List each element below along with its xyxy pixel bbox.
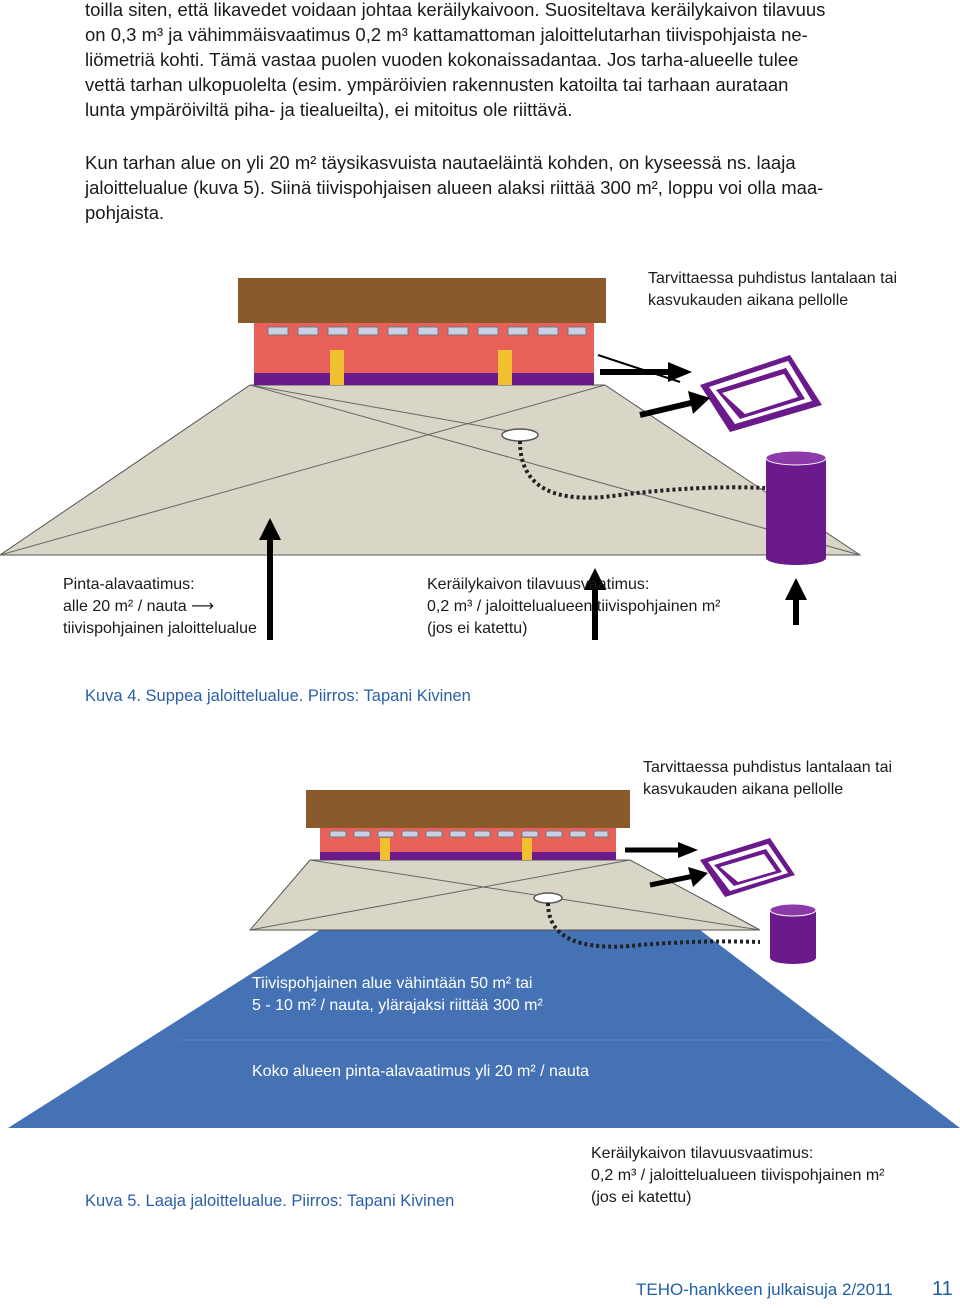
text-line: on 0,3 m³ ja vähimmäisvaatimus 0,2 m³ ka… [85, 24, 808, 45]
text-line: jaloittelualue (kuva 5). Siinä tiivispoh… [85, 177, 824, 198]
drain-pipe [518, 440, 766, 500]
intro-paragraph-2: Kun tarhan alue on yli 20 m² täysikasvui… [85, 150, 855, 225]
drain-icon [533, 892, 563, 904]
text-line: Pinta-alavaatimus: [63, 576, 195, 593]
figure4-note: Tarvittaessa puhdistus lantalaan tai kas… [648, 268, 897, 312]
text-line: pohjaista. [85, 202, 165, 223]
barn-roof [238, 278, 606, 323]
intro-paragraph-1: toilla siten, että likavedet voidaan joh… [85, 0, 855, 122]
figure5-total-requirement: Koko alueen pinta-alavaatimus yli 20 m² … [252, 1063, 590, 1080]
page-number: 11 [932, 1278, 953, 1300]
feed-trough [254, 373, 594, 385]
text-line: Tiivispohjainen alue vähintään 50 m² tai [252, 975, 533, 992]
figure5-caption: Kuva 5. Laaja jaloittelualue. Piirros: T… [85, 1192, 455, 1210]
text-line: (jos ei katettu) [427, 620, 528, 637]
drain-pipe [546, 902, 761, 949]
barn-door [522, 838, 532, 860]
text-line: lunta ympäröiviltä piha- ja tiealueilta)… [85, 99, 573, 120]
paddock-soil-area [8, 930, 960, 1128]
text-line: Keräilykaivon tilavuusvaatimus: [591, 1145, 814, 1162]
barn-door [498, 350, 512, 385]
text-line: 5 - 10 m² / nauta, ylärajaksi riittää 30… [252, 997, 543, 1014]
figure4-drawing [0, 278, 862, 640]
text-line: (jos ei katettu) [591, 1189, 692, 1206]
text-line: Kun tarhan alue on yli 20 m² täysikasvui… [85, 152, 796, 173]
publication-title: TEHO-hankkeen julkaisuja 2/2011 [636, 1280, 893, 1299]
barn-door [330, 350, 344, 385]
text-line: tiivispohjainen jaloittelualue [63, 620, 257, 637]
arrow-right-icon [649, 873, 695, 888]
figure4-area-requirement: Pinta-alavaatimus: alle 20 m² / nauta ⟶ … [63, 574, 257, 640]
text-line: kasvukauden aikana pellolle [648, 292, 849, 309]
figure4-well-requirement: Keräilykaivon tilavuusvaatimus: 0,2 m³ /… [427, 574, 720, 640]
figure5-well-requirement: Keräilykaivon tilavuusvaatimus: 0,2 m³ /… [591, 1143, 884, 1209]
text-line: liömetriä kohti. Tämä vastaa puolen vuod… [85, 49, 799, 70]
text-line: Tarvittaessa puhdistus lantalaan tai [648, 270, 898, 287]
arrow-right-icon [639, 399, 696, 418]
barn-door [380, 838, 390, 860]
text-line: toilla siten, että likavedet voidaan joh… [85, 0, 826, 20]
figure4-caption: Kuva 4. Suppea jaloittelualue. Piirros: … [85, 687, 471, 705]
collecting-well [770, 910, 816, 958]
text-line: 0,2 m³ / jaloittelualueen tiivispohjaine… [427, 598, 721, 615]
feed-trough [320, 852, 616, 860]
barn-roof [306, 790, 630, 828]
figure5-paved-requirement: Tiivispohjainen alue vähintään 50 m² tai… [252, 973, 543, 1017]
figure5-note: Tarvittaessa puhdistus lantalaan tai kas… [643, 757, 892, 801]
text-line: Tarvittaessa puhdistus lantalaan tai [643, 759, 893, 776]
text-line: Keräilykaivon tilavuusvaatimus: [427, 576, 650, 593]
text-line: vettä tarhan ulkopuolelta (esim. ympäröi… [85, 74, 789, 95]
paved-area [248, 859, 761, 931]
drain-icon [501, 428, 539, 442]
figure5-drawing [8, 790, 960, 1128]
text-line: alle 20 m² / nauta ⟶ [63, 598, 215, 615]
text-line: 0,2 m³ / jaloittelualueen tiivispohjaine… [591, 1167, 885, 1184]
collecting-well [766, 458, 826, 558]
text-line: kasvukauden aikana pellolle [643, 781, 844, 798]
